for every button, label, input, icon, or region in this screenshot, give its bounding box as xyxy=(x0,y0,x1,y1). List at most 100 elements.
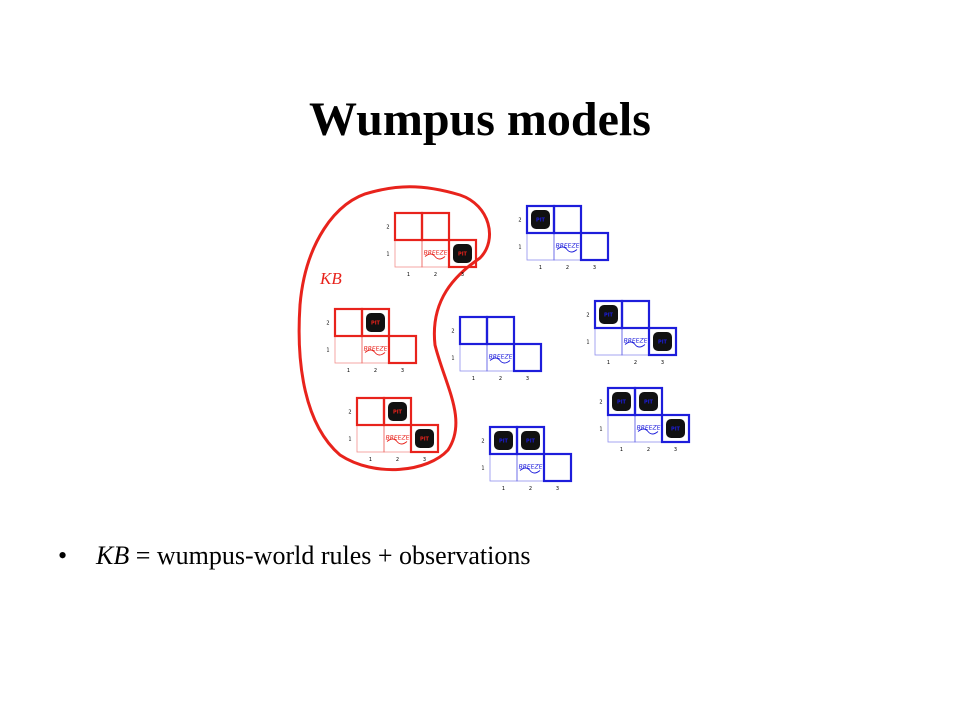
breeze-wave xyxy=(489,357,511,364)
pit-icon xyxy=(599,305,618,324)
kb-boundary xyxy=(297,185,491,472)
breeze-label: BREEZE xyxy=(424,250,448,257)
row-label: 2 xyxy=(386,225,389,231)
frontier-cell xyxy=(647,326,678,357)
frontier-cell xyxy=(409,423,440,454)
breeze-label: BREEZE xyxy=(556,243,580,250)
frontier-cell xyxy=(620,299,651,330)
column-label: 2 xyxy=(566,265,569,271)
pit-label: PIT xyxy=(617,400,627,406)
row-label: 1 xyxy=(599,427,602,433)
column-label: 2 xyxy=(396,457,399,463)
frontier-cell xyxy=(542,452,573,483)
row-label: 1 xyxy=(451,356,454,362)
row-label: 1 xyxy=(518,245,521,251)
column-label: 2 xyxy=(499,376,502,382)
breeze-label: BREEZE xyxy=(386,435,410,442)
breeze-wave xyxy=(556,246,578,253)
pit-icon xyxy=(521,431,540,450)
slide-title: Wumpus models xyxy=(309,93,651,146)
grid-cell xyxy=(394,239,423,268)
row-label: 2 xyxy=(326,321,329,327)
frontier-cell xyxy=(579,231,610,262)
row-label: 1 xyxy=(348,437,351,443)
column-label: 2 xyxy=(634,360,637,366)
pit-label: PIT xyxy=(526,439,536,445)
frontier-cell xyxy=(485,315,516,346)
row-label: 1 xyxy=(326,348,329,354)
pit-label: PIT xyxy=(536,218,546,224)
breeze-wave xyxy=(364,349,386,356)
frontier-cell xyxy=(387,334,418,365)
column-label: 3 xyxy=(461,272,464,278)
bullet-item: •KB = wumpus-world rules + observations xyxy=(58,541,530,571)
pit-label: PIT xyxy=(499,439,509,445)
pit-icon xyxy=(531,210,550,229)
column-label: 3 xyxy=(593,265,596,271)
breeze-label: BREEZE xyxy=(519,464,543,471)
model-grid: PIT PIT BREEZE 2 1 1 2 3 xyxy=(586,299,678,366)
frontier-cell xyxy=(447,238,478,269)
kb-label: KB xyxy=(319,269,342,288)
column-label: 1 xyxy=(607,360,610,366)
column-label: 2 xyxy=(529,486,532,492)
frontier-cell xyxy=(633,386,664,417)
frontier-cell xyxy=(393,211,424,242)
column-label: 1 xyxy=(502,486,505,492)
row-label: 2 xyxy=(451,329,454,335)
frontier-cell xyxy=(382,396,413,427)
column-label: 3 xyxy=(401,368,404,374)
pit-label: PIT xyxy=(658,340,668,346)
pit-label: PIT xyxy=(458,252,468,258)
breeze-label: BREEZE xyxy=(624,338,648,345)
frontier-cell xyxy=(512,342,543,373)
column-label: 1 xyxy=(407,272,410,278)
column-label: 3 xyxy=(674,447,677,453)
grid-cell xyxy=(334,335,363,364)
grid-cell xyxy=(607,414,636,443)
pit-icon xyxy=(612,392,631,411)
pit-icon xyxy=(415,429,434,448)
pit-label: PIT xyxy=(393,410,403,416)
row-label: 2 xyxy=(586,313,589,319)
row-label: 2 xyxy=(599,400,602,406)
pit-label: PIT xyxy=(671,427,681,433)
frontier-cell xyxy=(420,211,451,242)
row-label: 2 xyxy=(481,439,484,445)
breeze-wave xyxy=(624,341,646,348)
frontier-cell xyxy=(360,307,391,338)
column-label: 1 xyxy=(472,376,475,382)
pit-label: PIT xyxy=(644,400,654,406)
frontier-cell xyxy=(458,315,489,346)
breeze-wave xyxy=(637,428,659,435)
column-label: 1 xyxy=(620,447,623,453)
column-label: 3 xyxy=(661,360,664,366)
bullet-dot: • xyxy=(58,541,68,570)
row-label: 2 xyxy=(518,218,521,224)
column-label: 2 xyxy=(434,272,437,278)
bullet-kb-term: KB xyxy=(96,541,130,570)
frontier-cell xyxy=(660,413,691,444)
column-label: 3 xyxy=(526,376,529,382)
pit-icon xyxy=(494,431,513,450)
column-label: 3 xyxy=(556,486,559,492)
frontier-cell xyxy=(552,204,583,235)
frontier-cell xyxy=(515,425,546,456)
pit-label: PIT xyxy=(604,313,614,319)
frontier-cell xyxy=(355,396,386,427)
grid-cell xyxy=(526,232,555,261)
pit-icon xyxy=(453,244,472,263)
breeze-label: BREEZE xyxy=(364,346,388,353)
grid-cell xyxy=(594,327,623,356)
breeze-wave xyxy=(519,467,541,474)
grid-cell xyxy=(356,424,385,453)
pit-label: PIT xyxy=(420,437,430,443)
pit-label: PIT xyxy=(371,321,381,327)
row-label: 1 xyxy=(586,340,589,346)
column-label: 3 xyxy=(423,457,426,463)
